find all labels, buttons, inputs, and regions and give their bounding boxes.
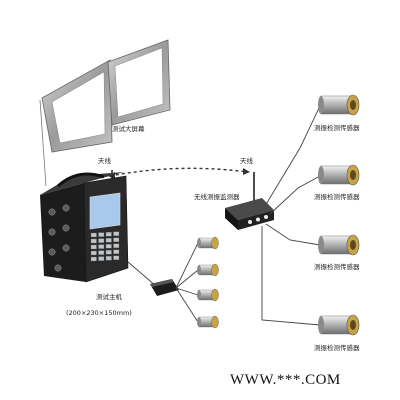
host-unit <box>40 170 129 283</box>
left-monitor-screen <box>51 71 106 144</box>
antenna-left-label: 天线 <box>98 156 112 165</box>
sensor-back <box>318 166 324 184</box>
screen-label: 测试大屏幕 <box>112 124 145 133</box>
host-key <box>105 244 112 249</box>
small-sensor <box>197 288 219 302</box>
host-connector <box>62 204 70 212</box>
host-key <box>105 256 112 261</box>
junction-box <box>150 279 179 296</box>
host-key <box>113 255 120 260</box>
host-handle <box>56 172 105 188</box>
vibration-sensor <box>318 94 360 116</box>
sensor-label-2: 测振检测传感器 <box>314 192 360 201</box>
host-connector <box>48 228 56 236</box>
host-key <box>90 232 97 238</box>
host-key <box>113 231 120 236</box>
host-keypad <box>90 231 120 262</box>
host-key <box>90 256 97 262</box>
small-sensor-face <box>211 288 219 302</box>
host-key <box>113 237 120 242</box>
host-key <box>90 250 97 256</box>
host-key <box>113 243 120 248</box>
host-key <box>98 244 105 249</box>
host-to-junction-cable <box>127 261 157 287</box>
host-side-connectors <box>48 204 70 272</box>
small-sensor <box>197 236 219 250</box>
host-connector <box>62 244 70 252</box>
sensor-face-center <box>350 240 356 250</box>
host-key <box>90 244 97 250</box>
small-sensor-back <box>197 238 201 248</box>
sensor-group <box>318 94 360 336</box>
host-key <box>105 232 112 237</box>
junction-cables <box>175 242 199 323</box>
receiver-port <box>264 215 268 219</box>
small-sensor-face <box>211 315 219 329</box>
host-label: 测试主机 <box>96 292 123 301</box>
sensor-label-1: 测振检测传感器 <box>314 123 360 132</box>
display-screens <box>41 39 171 153</box>
receiver-port <box>248 220 252 224</box>
host-key <box>105 238 112 243</box>
host-size-label: (200×230×150mm) <box>66 309 132 317</box>
sensor-back <box>318 236 324 254</box>
antenna-right-label: 天线 <box>240 156 254 165</box>
sensor-cable-3 <box>265 223 321 246</box>
right-monitor-screen <box>114 47 164 118</box>
small-sensor-back <box>197 265 201 275</box>
host-side-face <box>40 183 86 282</box>
junction-cable <box>175 287 199 323</box>
vibration-sensor <box>318 314 360 336</box>
receiver-label: 无线测振监测器 <box>194 192 240 201</box>
sensor-cable-4 <box>261 226 321 326</box>
sensor-label-3: 测振检测传感器 <box>314 262 360 271</box>
host-connector <box>54 264 62 272</box>
sensor-cable-1 <box>261 105 321 212</box>
host-connector <box>48 208 56 216</box>
small-sensor-back <box>197 317 201 327</box>
receiver-top-face <box>225 198 274 220</box>
small-sensor-face <box>211 236 219 250</box>
host-key <box>113 249 120 254</box>
wireless-link <box>109 167 249 177</box>
host-key <box>98 250 105 255</box>
wireless-link-arrow-right <box>243 168 250 175</box>
junction-cable <box>175 269 199 289</box>
junction-cable <box>175 242 199 289</box>
vibration-sensor <box>318 164 360 186</box>
receiver-front-face <box>225 208 238 230</box>
sensor-face-center <box>350 320 356 330</box>
sensor-back <box>318 96 324 114</box>
small-sensor-face <box>211 263 219 277</box>
sensor-label-4: 测振检测传感器 <box>314 343 360 352</box>
sensor-face-center <box>350 170 356 180</box>
host-key <box>98 238 105 243</box>
host-key <box>105 250 112 255</box>
small-sensor-group <box>197 236 219 329</box>
host-key <box>90 238 97 244</box>
small-sensor <box>197 315 219 329</box>
sensor-cable-2 <box>269 175 321 215</box>
sensor-face-center <box>350 100 356 110</box>
vibration-sensor <box>318 234 360 256</box>
host-connector <box>48 248 56 256</box>
watermark: WWW.***.COM <box>230 372 341 388</box>
sensor-back <box>318 316 324 334</box>
host-screen <box>89 192 121 230</box>
receiver-side-face <box>238 210 274 230</box>
receiver-port <box>256 217 260 222</box>
small-sensor <box>197 263 219 277</box>
host-key <box>98 256 105 261</box>
small-sensor-back <box>197 290 201 300</box>
host-key <box>98 232 105 237</box>
junction-box-top <box>150 279 174 287</box>
host-connector <box>62 224 70 232</box>
junction-cable <box>175 287 199 296</box>
screen-cable <box>39 99 47 187</box>
wireless-monitor-box <box>225 198 274 230</box>
